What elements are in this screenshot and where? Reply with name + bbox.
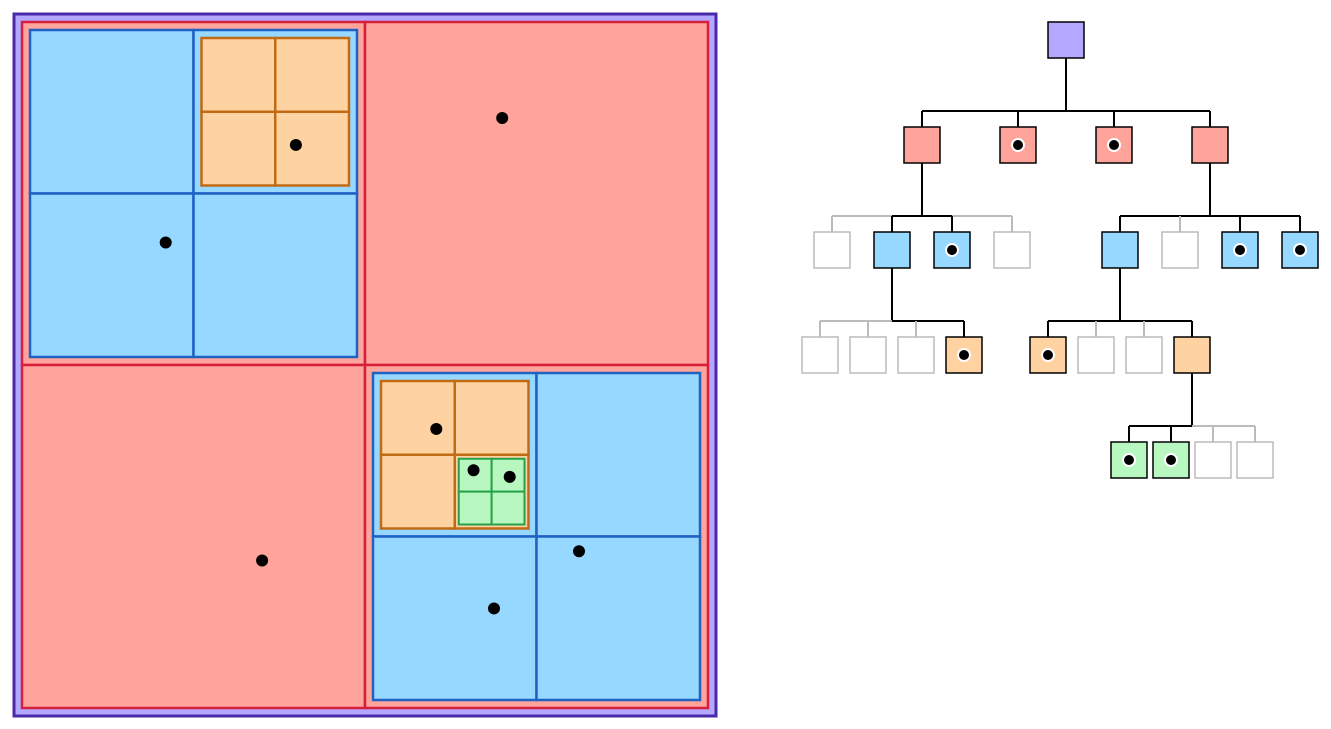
point-root-3-0-0 — [430, 422, 443, 435]
region-root-0-3 — [192, 192, 359, 359]
tree-edges — [819, 58, 1301, 442]
region-root-1 — [363, 20, 710, 367]
tree-node-root-3-0-1 — [1077, 336, 1115, 374]
tree-nodes — [801, 21, 1319, 479]
tree-node-root-3-3-point — [1295, 245, 1305, 255]
tree-node-root-0-0 — [813, 231, 851, 269]
tree-node-root-3-0-3 — [1173, 336, 1211, 374]
tree-node-root-3-0 — [1101, 231, 1139, 269]
tree-node-root-0-2-point — [947, 245, 957, 255]
tree-node-root-3-0-3-2 — [1194, 441, 1232, 479]
region-root-3-3 — [535, 535, 702, 702]
point-root-3-0-3-1 — [503, 470, 516, 483]
region-root-3-1 — [535, 371, 702, 538]
tree-node-root-0-1-2 — [897, 336, 935, 374]
tree-node-root-0-1-0 — [801, 336, 839, 374]
spatial-partition — [12, 12, 718, 718]
region-root-3-0-2 — [379, 453, 456, 530]
tree-node-root-3-0-3-0-point — [1124, 455, 1134, 465]
region-root-0-0 — [28, 28, 195, 195]
tree-node-root-0-1-3-point — [959, 350, 969, 360]
region-root-2 — [20, 363, 367, 710]
region-root-0-1-0 — [200, 36, 277, 113]
tree-node-root-0-1 — [873, 231, 911, 269]
point-root-2 — [256, 554, 269, 567]
tree-node-root-3-0-0-point — [1043, 350, 1053, 360]
region-root-3-0-3-3 — [490, 490, 526, 526]
tree-node-root-2-point — [1109, 140, 1119, 150]
tree-node-root-3-0-3-3 — [1236, 441, 1274, 479]
tree-node-root-0-1-1 — [849, 336, 887, 374]
tree-node-root-3-0-3-1-point — [1166, 455, 1176, 465]
point-root-0-2 — [159, 236, 172, 249]
region-root-3-0-3-2 — [457, 490, 493, 526]
tree-node-root-1-point — [1013, 140, 1023, 150]
tree-node-root-3-3 — [1281, 231, 1319, 269]
point-root-3-2 — [487, 602, 500, 615]
tree-node-root-3-2-point — [1235, 245, 1245, 255]
point-root-0-1-3 — [289, 138, 302, 151]
tree-node-root-3-1 — [1161, 231, 1199, 269]
region-root-3-0-1 — [453, 379, 530, 456]
tree-node-root-3 — [1191, 126, 1229, 164]
region-root-3-2 — [371, 535, 538, 702]
tree-node-root-3-0-2 — [1125, 336, 1163, 374]
region-root-0-2 — [28, 192, 195, 359]
region-root-3-0-0 — [379, 379, 456, 456]
quadtree-diagram — [801, 21, 1319, 479]
region-root-0-1-1 — [274, 36, 351, 113]
point-root-1 — [496, 112, 509, 125]
region-root-3-0-3-1 — [490, 457, 526, 493]
tree-node-root-0-3 — [993, 231, 1031, 269]
tree-node-root — [1047, 21, 1085, 59]
point-root-3-0-3-0 — [467, 464, 480, 477]
tree-node-root-0 — [903, 126, 941, 164]
region-root-0-1-3 — [274, 110, 351, 187]
point-root-3-3 — [573, 545, 586, 558]
region-root-0-1-2 — [200, 110, 277, 187]
